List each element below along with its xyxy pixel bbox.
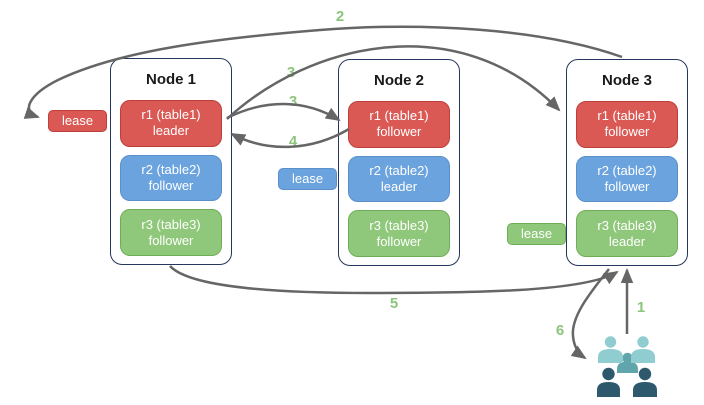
node2-replica-r2: r2 (table2) leader bbox=[348, 155, 450, 203]
step-label-5: 5 bbox=[389, 295, 399, 312]
replica-role: leader bbox=[152, 123, 190, 139]
replica-role: leader bbox=[380, 179, 418, 194]
lease-badge-table3: lease bbox=[507, 223, 567, 245]
node2-box: Node 2 r1 (table1) follower r2 (table2) … bbox=[338, 59, 460, 266]
node2-title: Node 2 bbox=[373, 72, 424, 89]
replica-name: r3 (table3) bbox=[141, 216, 201, 232]
replica-name: r3 (table3) bbox=[597, 217, 657, 233]
replica-role: leader bbox=[608, 233, 646, 249]
node1-replica-r1: r1 (table1) leader bbox=[120, 100, 222, 147]
replica-role: follower bbox=[376, 124, 422, 140]
step-label-1: 1 bbox=[636, 299, 646, 316]
arrow-5-node1-to-node3 bbox=[169, 265, 619, 295]
arrow-3-leader-to-node2-follower bbox=[226, 102, 341, 122]
step-label-2: 2 bbox=[335, 8, 345, 25]
replica-role: follower bbox=[148, 232, 194, 248]
lease-badge-table2: lease bbox=[278, 168, 338, 190]
node1-title: Node 1 bbox=[145, 71, 196, 88]
replica-role: follower bbox=[604, 124, 650, 140]
node1-replica-r2: r2 (table2) follower bbox=[120, 154, 222, 202]
replica-name: r3 (table3) bbox=[369, 217, 429, 233]
replica-role: follower bbox=[604, 179, 650, 194]
step-label-4: 4 bbox=[288, 133, 298, 150]
node3-replica-r3: r3 (table3) leader bbox=[576, 210, 678, 258]
step-label-3-upper: 3 bbox=[286, 64, 296, 81]
replica-name: r1 (table1) bbox=[369, 108, 429, 124]
node2-replica-r1: r1 (table1) follower bbox=[348, 101, 450, 148]
step-label-3-lower: 3 bbox=[288, 93, 298, 110]
replica-role: follower bbox=[376, 233, 422, 249]
node3-replica-r1: r1 (table1) follower bbox=[576, 101, 678, 148]
lease-badge-table1: lease bbox=[48, 110, 108, 132]
node3-title: Node 3 bbox=[601, 72, 652, 89]
replica-name: r2 (table2) bbox=[141, 162, 201, 177]
node3-replica-r2: r2 (table2) follower bbox=[576, 155, 678, 203]
replica-role: follower bbox=[148, 178, 194, 193]
replica-name: r1 (table1) bbox=[597, 108, 657, 124]
node3-box: Node 3 r1 (table1) follower r2 (table2) … bbox=[566, 59, 688, 266]
node1-replica-r3: r3 (table3) follower bbox=[120, 209, 222, 257]
people-group-icon bbox=[597, 336, 657, 397]
replica-name: r1 (table1) bbox=[141, 107, 201, 123]
node2-replica-r3: r3 (table3) follower bbox=[348, 210, 450, 258]
node1-box: Node 1 r1 (table1) leader r2 (table2) fo… bbox=[110, 58, 232, 265]
step-label-6: 6 bbox=[555, 322, 565, 339]
replica-name: r2 (table2) bbox=[597, 163, 657, 178]
replica-name: r2 (table2) bbox=[369, 163, 429, 178]
